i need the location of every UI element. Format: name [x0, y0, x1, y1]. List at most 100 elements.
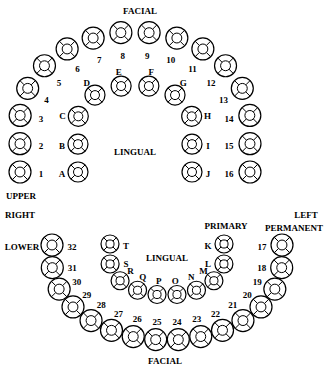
tooth-outline — [190, 326, 212, 348]
tooth-number: 27 — [114, 309, 123, 319]
tooth-cusp-line — [180, 30, 184, 34]
tooth-cusp-line — [104, 267, 108, 271]
surface-label: LINGUAL — [146, 253, 188, 263]
tooth-cusp-line — [218, 238, 222, 242]
tooth-cusp-line — [37, 69, 41, 73]
tooth-cusp-line — [131, 284, 135, 288]
tooth-cusp-line — [267, 293, 271, 297]
tooth-crown — [40, 61, 50, 71]
tooth-outline — [111, 272, 129, 290]
tooth-cusp-line — [83, 324, 87, 328]
tooth-cusp-line — [140, 284, 144, 288]
label-anchor: A — [59, 164, 66, 180]
tooth-cusp-line — [199, 293, 203, 297]
label-anchor: 19 — [253, 272, 262, 288]
tooth-symbol — [182, 134, 202, 154]
tooth-cusp-line — [12, 147, 16, 151]
tooth-number: 18 — [257, 263, 266, 273]
tooth-crown — [106, 240, 114, 248]
label-anchor: PRIMARY — [204, 216, 247, 232]
tooth-outline — [215, 55, 237, 77]
tooth-cusp-line — [160, 297, 164, 301]
tooth-symbol — [271, 234, 293, 256]
tooth-symbol — [182, 162, 202, 182]
tooth-crown — [221, 61, 231, 71]
tooth-cusp-line — [113, 267, 117, 271]
tooth-cusp-line — [114, 284, 118, 288]
tooth-cusp-line — [44, 249, 48, 253]
tooth-crown — [23, 83, 33, 93]
tooth-cusp-line — [254, 147, 258, 151]
tooth-cusp-line — [285, 271, 289, 275]
tooth-cusp-line — [71, 165, 75, 169]
arch-label: LOWER — [5, 242, 40, 252]
tooth-cusp-line — [242, 119, 246, 123]
tooth-number: 8 — [121, 51, 126, 61]
tooth-crown — [74, 112, 83, 121]
tooth-symbol — [167, 329, 189, 351]
tooth-letter: C — [59, 111, 66, 121]
label-anchor: 4 — [44, 90, 49, 106]
tooth-crown — [151, 335, 161, 345]
tooth-outline — [250, 296, 272, 318]
tooth-number: 2 — [39, 141, 44, 151]
tooth-symbol — [192, 38, 214, 60]
tooth-cusp-line — [125, 329, 129, 333]
tooth-crown — [133, 286, 141, 294]
tooth-symbol — [232, 310, 254, 332]
tooth-number: 23 — [192, 314, 201, 324]
tooth-crown — [172, 33, 182, 43]
label-anchor: 9 — [145, 46, 150, 62]
tooth-crown — [188, 168, 197, 177]
tooth-letter: K — [204, 241, 211, 251]
tooth-cusp-line — [113, 247, 117, 251]
tooth-symbol — [41, 234, 63, 256]
tooth-symbol — [68, 134, 88, 154]
tooth-outline — [239, 161, 261, 183]
label-anchor: LOWER — [5, 237, 40, 253]
tooth-cusp-line — [81, 165, 85, 169]
tooth-cusp-line — [182, 343, 186, 347]
tooth-letter: E — [116, 67, 122, 77]
tooth-outline — [56, 38, 78, 60]
tooth-number: 16 — [225, 169, 234, 179]
tooth-cusp-line — [115, 334, 119, 338]
tooth-outline — [215, 235, 233, 253]
tooth-number: 13 — [219, 95, 228, 105]
tooth-cusp-line — [85, 42, 89, 46]
tooth-cusp-line — [286, 237, 290, 241]
tooth-cusp-line — [199, 284, 203, 288]
tooth-crown — [171, 91, 180, 100]
tooth-cusp-line — [227, 247, 231, 251]
label-anchor: 2 — [39, 136, 44, 152]
tooth-cusp-line — [195, 137, 199, 141]
tooth-cusp-line — [253, 299, 257, 303]
tooth-symbol — [17, 77, 39, 99]
tooth-cusp-line — [71, 137, 75, 141]
tooth-symbol — [101, 235, 119, 253]
tooth-letter: T — [123, 241, 129, 251]
tooth-crown — [90, 91, 99, 100]
tooth-crown — [245, 110, 255, 120]
label-anchor: 27 — [114, 304, 123, 320]
tooth-cusp-line — [246, 324, 250, 328]
tooth-cusp-line — [180, 42, 184, 46]
tooth-crown — [196, 332, 206, 342]
tooth-number: 17 — [258, 242, 267, 252]
tooth-cusp-line — [208, 284, 212, 288]
tooth-cusp-line — [45, 271, 49, 275]
label-anchor: 10 — [166, 50, 175, 66]
tooth-cusp-line — [152, 89, 156, 93]
tooth-letter: I — [206, 141, 210, 151]
tooth-cusp-line — [217, 274, 221, 278]
tooth-cusp-line — [253, 108, 257, 112]
tooth-cusp-line — [246, 81, 250, 85]
tooth-outline — [271, 257, 293, 279]
tooth-symbol — [111, 76, 131, 96]
tooth-outline — [129, 281, 147, 299]
tooth-symbol — [129, 281, 147, 299]
tooth-crown — [173, 290, 181, 298]
tooth-cusp-line — [48, 69, 52, 73]
tooth-outline — [145, 329, 167, 351]
